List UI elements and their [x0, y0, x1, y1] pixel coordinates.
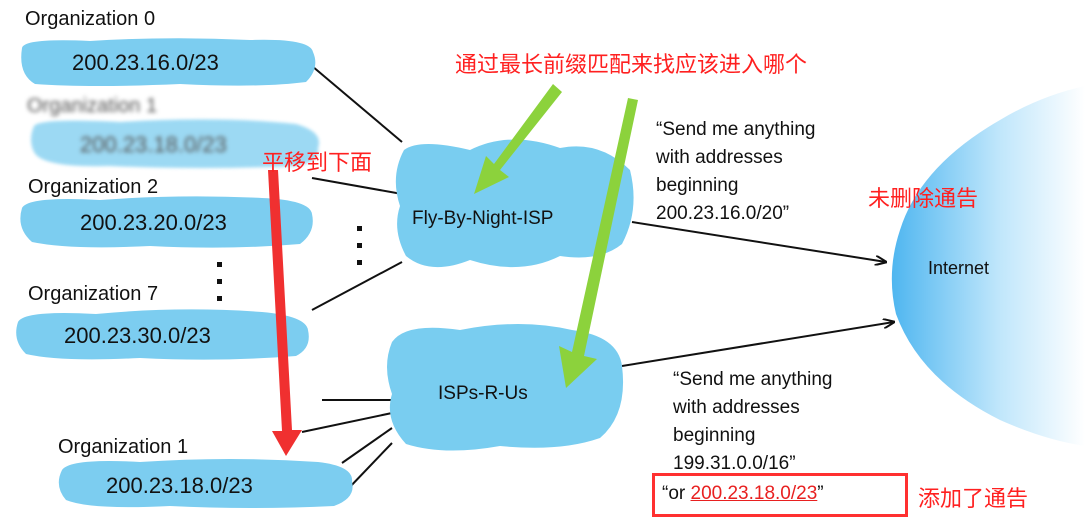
red-arrow-move-down: [268, 170, 302, 456]
ellipsis-dot: [357, 243, 362, 248]
flybynight-advertisement: “Send me anything with addresses beginni…: [656, 119, 816, 224]
internet-cloud: [891, 86, 1085, 446]
added-prefix: 200.23.18.0/23: [690, 483, 818, 504]
link-org0-flybynight: [311, 65, 403, 143]
annotation-not-removed: 未删除通告: [868, 187, 979, 212]
annotation-longest-prefix: 通过最长前缀匹配来找应该进入哪个: [455, 53, 808, 78]
internet-label: Internet: [928, 258, 990, 278]
ellipsis-dot: [217, 262, 222, 267]
link-org7-flybynight: [311, 261, 403, 311]
org1-blob: [58, 459, 353, 508]
link-stub-2: [301, 412, 393, 433]
org7-prefix: 200.23.30.0/23: [64, 323, 211, 348]
link-ispsrus-internet: [621, 322, 894, 367]
ellipsis-dot: [217, 296, 222, 301]
ellipsis-dot: [217, 279, 222, 284]
green-arrow-to-ispsrus: [559, 98, 638, 388]
green-arrow-to-flybynight: [474, 84, 562, 194]
org2-label: Organization 2: [28, 176, 159, 198]
added-advertisement-box: [652, 473, 908, 517]
org2-blob: [20, 196, 313, 248]
annotation-added: 添加了通告: [918, 487, 1029, 512]
ellipsis-dot: [357, 226, 362, 231]
org7-blob: [16, 309, 309, 360]
org2-prefix: 200.23.20.0/23: [80, 210, 227, 235]
added-advertisement-line: “or 200.23.18.0/23”: [662, 480, 824, 508]
ellipsis-dot: [357, 260, 362, 265]
added-open-quote: “or: [662, 483, 691, 504]
org1-label: Organization 1: [58, 436, 189, 458]
org1-blurred-prefix: 200.23.18.0/23: [80, 132, 227, 157]
ispsrus-advertisement: “Send me anything with addresses beginni…: [673, 369, 833, 474]
org0-label: Organization 0: [25, 8, 156, 30]
org7-label: Organization 7: [28, 283, 159, 305]
link-org2-flybynight: [311, 177, 403, 195]
link-stub-3: [346, 442, 393, 491]
link-org1-ispsrus: [341, 427, 393, 464]
link-flybynight-internet: [631, 221, 886, 262]
org0-prefix: 200.23.16.0/23: [72, 50, 219, 75]
org1-blurred-label: Organization 1: [27, 95, 158, 117]
added-close-quote: ”: [817, 483, 824, 504]
org0-blob: [21, 38, 316, 86]
flybynight-cloud: [395, 139, 634, 268]
annotation-move-down: 平移到下面: [262, 151, 373, 176]
ispsrus-label: ISPs-R-Us: [438, 383, 528, 404]
org1-prefix: 200.23.18.0/23: [106, 473, 253, 498]
org1-blurred-blob: [31, 119, 320, 168]
flybynight-isp-label: Fly-By-Night-ISP: [412, 208, 554, 229]
